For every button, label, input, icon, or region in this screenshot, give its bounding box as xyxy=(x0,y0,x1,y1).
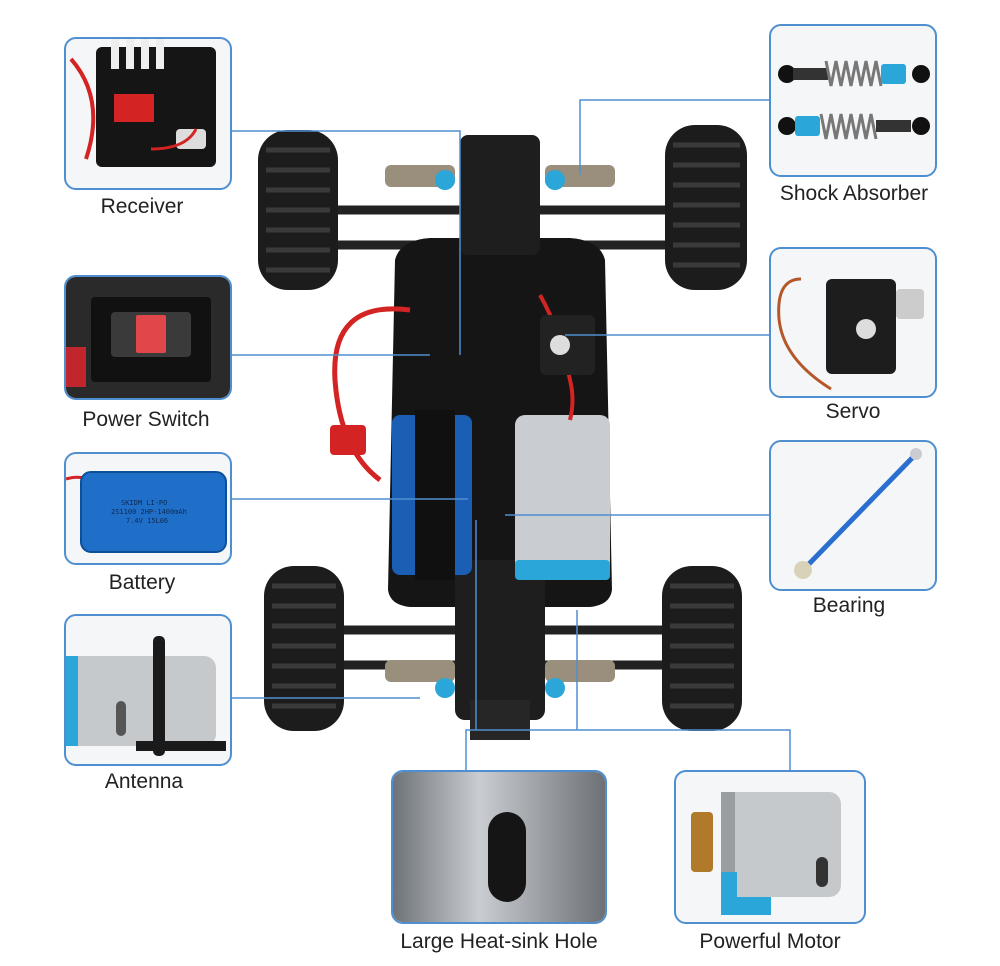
shock-absorber-icon xyxy=(778,60,930,140)
shock-absorber-panel xyxy=(769,24,937,177)
battery-icon xyxy=(66,471,227,553)
battery-print-1: SKIDM LI-PO xyxy=(121,499,168,507)
bearing-icon xyxy=(794,448,922,579)
powerful-motor-panel xyxy=(674,770,866,924)
bearing-label: Bearing xyxy=(812,594,886,617)
battery-label: Battery xyxy=(108,571,176,594)
rear-right-tire xyxy=(662,566,742,731)
shock-absorber-label: Shock Absorber xyxy=(779,182,929,205)
heat-sink-hole-label: Large Heat-sink Hole xyxy=(400,930,598,953)
receiver-label: Receiver xyxy=(100,195,184,218)
antenna-icon xyxy=(66,636,226,756)
power-switch-icon xyxy=(66,277,230,398)
battery-print-2: 2S1100 2HP-1400mAh xyxy=(111,508,187,516)
front-right-tire xyxy=(665,125,747,290)
antenna-panel xyxy=(64,614,232,766)
receiver-panel xyxy=(64,37,232,190)
heat-sink-hole-panel xyxy=(391,770,607,924)
power-switch-panel xyxy=(64,275,232,400)
servo-icon xyxy=(777,277,924,391)
front-left-tire xyxy=(258,130,338,290)
servo-panel xyxy=(769,247,937,398)
battery-print-3: 7.4V 15L06 xyxy=(126,517,169,525)
front-shocks xyxy=(385,165,615,190)
servo-label: Servo xyxy=(825,400,881,423)
power-switch-label: Power Switch xyxy=(82,408,210,431)
heat-sink-hole-icon xyxy=(393,772,605,922)
battery-panel: SKIDM LI-PO 2S1100 2HP-1400mAh 7.4V 15L0… xyxy=(64,452,232,565)
bearing-panel xyxy=(769,440,937,591)
antenna-label: Antenna xyxy=(104,770,184,793)
rear-shocks xyxy=(385,660,615,698)
receiver-icon xyxy=(69,39,216,167)
powerful-motor-label: Powerful Motor xyxy=(699,930,841,953)
powerful-motor-icon xyxy=(691,792,841,915)
car-motor xyxy=(515,415,610,580)
rear-left-tire xyxy=(264,566,344,731)
